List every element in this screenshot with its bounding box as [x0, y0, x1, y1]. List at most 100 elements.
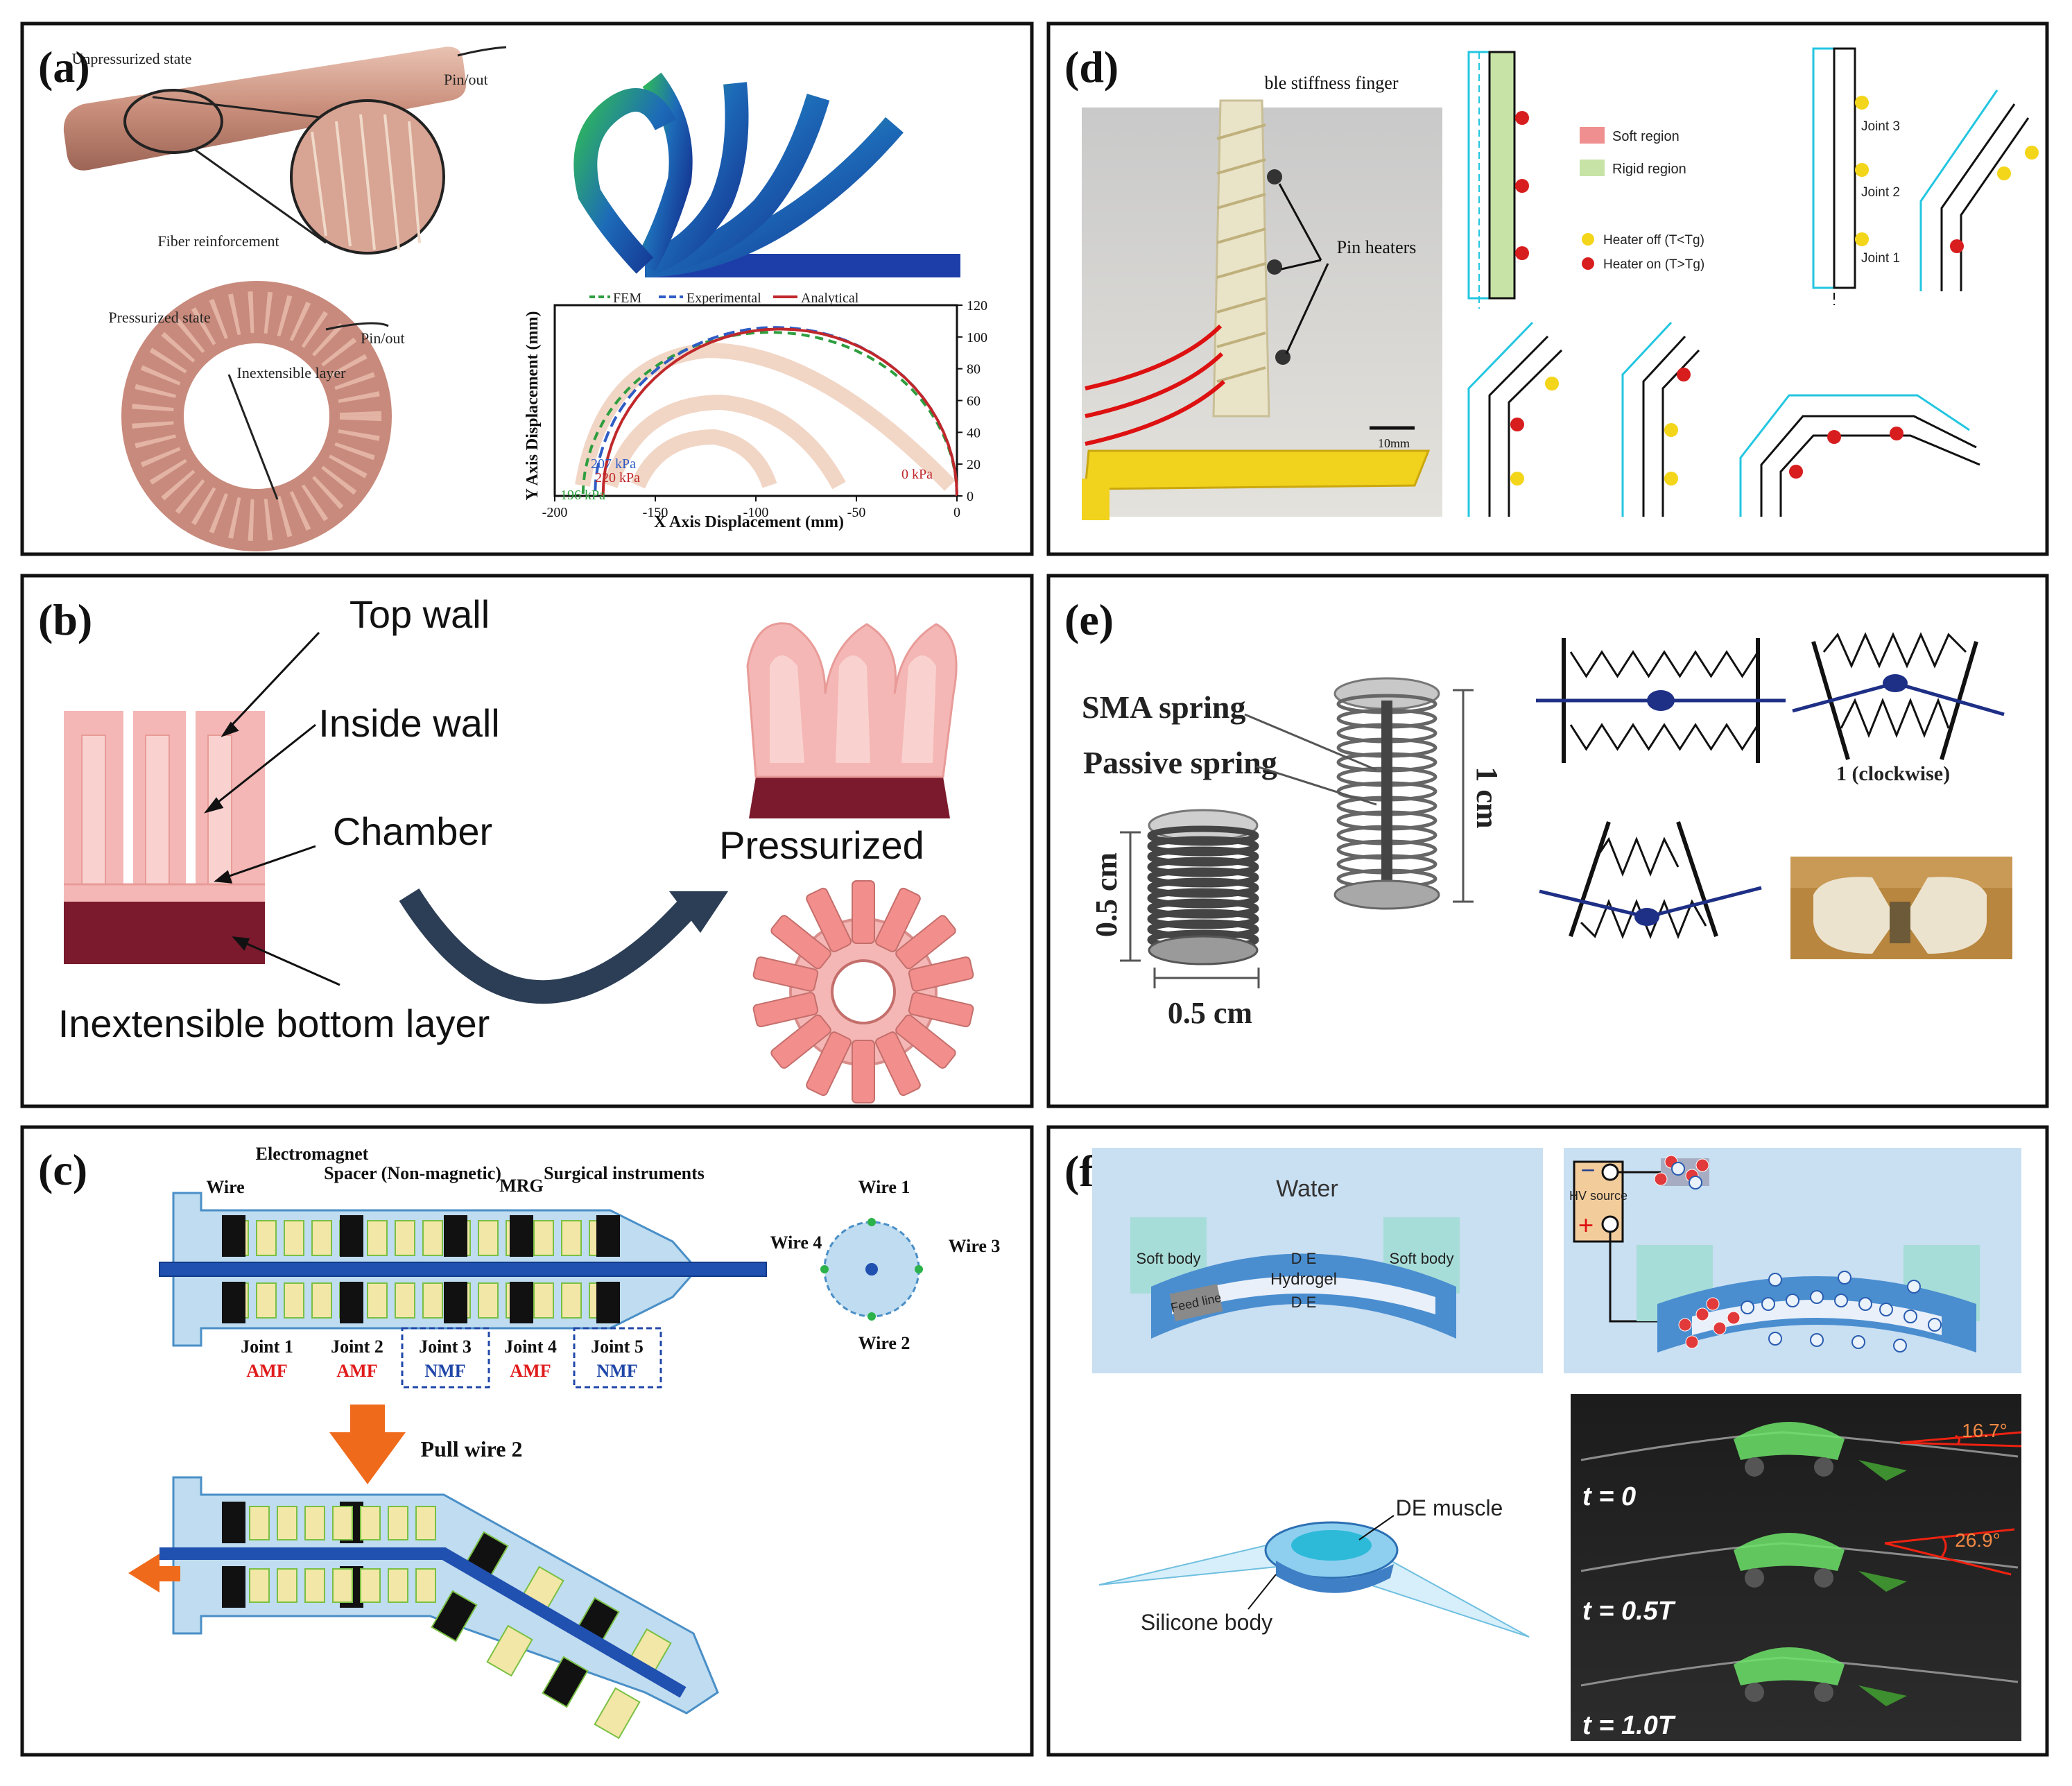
joint-1: Joint 1 AMF — [241, 1337, 293, 1381]
de-top-text: D E — [1291, 1250, 1317, 1267]
angle-1-text: 16.7° — [1962, 1420, 2008, 1441]
zoom-circle-small — [123, 89, 223, 154]
pressurized-state-text: Pressurized state — [108, 309, 210, 326]
panel-c: (c) Wire Electromagnet Spacer (Non-magne… — [20, 1125, 1034, 1757]
soft-region-text: Soft region — [1612, 129, 1680, 144]
pin-out-top-text: Pin/out — [444, 71, 488, 88]
wire-2-text: Wire 2 — [858, 1333, 910, 1353]
bottom-layer-block — [64, 902, 265, 964]
pressurized-actuator — [746, 622, 958, 818]
hv-source-text: HV source — [1569, 1189, 1628, 1203]
pin-out-bottom-text: Pin/out — [361, 329, 405, 347]
panel-c-frame — [20, 1125, 1034, 1757]
ring-actuator — [752, 880, 974, 1104]
wire-1-text: Wire 1 — [858, 1177, 910, 1197]
t0-text: t = 0 — [1582, 1482, 1636, 1511]
unpressurized-state-text: Unpressurized state — [72, 50, 192, 67]
y-tick-label: 100 — [967, 330, 987, 345]
panel-b-label: (b) — [38, 595, 92, 644]
x-tick-label: 0 — [953, 505, 960, 520]
joint-4-name: Joint 4 — [504, 1337, 557, 1357]
height-1cm-text: 1 cm — [1470, 766, 1504, 828]
joint-3-mode: NMF — [424, 1361, 465, 1381]
joint-1-label: Joint 1 — [1861, 251, 1900, 266]
rigid-region-text: Rigid region — [1612, 162, 1686, 177]
joint-5-name: Joint 5 — [591, 1337, 644, 1357]
joint-4: Joint 4 AMF — [504, 1337, 557, 1381]
soft-body-right-text: Soft body — [1390, 1250, 1454, 1267]
sma-spring-large — [1333, 677, 1440, 910]
unpressurized-tube: Unpressurized state Pin/out Fiber reinfo… — [63, 46, 507, 255]
finger-bent-top — [1919, 89, 2039, 291]
finger-bent-1 — [1467, 321, 1563, 517]
pressure-220: 220 kPa — [595, 470, 640, 486]
finger-title-text: ble stiffness finger — [1264, 73, 1398, 93]
heater-off-text: Heater off (T<Tg) — [1603, 233, 1704, 248]
center-rod — [159, 1262, 767, 1277]
height-05-text: 0.5 cm — [1089, 852, 1123, 937]
spring-joint-counter — [1539, 821, 1762, 940]
scale-text: 10mm — [1378, 436, 1410, 450]
catheter-bent — [128, 1476, 719, 1740]
wire-text: Wire — [206, 1177, 244, 1197]
mrg-text: MRG — [499, 1176, 544, 1196]
x-axis-label: X Axis Displacement (mm) — [654, 513, 844, 531]
cross-section: Wire 1 Wire 2 Wire 3 Wire 4 — [770, 1177, 1001, 1353]
electromagnet-text: Electromagnet — [256, 1144, 369, 1164]
actuator-cross-section — [64, 711, 265, 964]
y-tick-label: 20 — [967, 457, 981, 472]
surgical-instruments-text: Surgical instruments — [544, 1163, 705, 1183]
sma-spring-small — [1147, 809, 1259, 965]
y-tick-label: 0 — [967, 489, 974, 504]
finger-joint-straight: Joint 3 Joint 2 Joint 1 — [1812, 47, 1900, 305]
joint-2-mode: AMF — [336, 1361, 377, 1381]
pointer-arrows — [204, 631, 340, 986]
y-tick-label: 60 — [967, 394, 981, 409]
finger-bent-3 — [1739, 394, 1980, 517]
sma-spring-text: SMA spring — [1082, 689, 1245, 725]
chamber-text: Chamber — [333, 809, 492, 853]
catheter-straight — [159, 1192, 767, 1347]
t2-text: t = 1.0T — [1582, 1711, 1676, 1740]
pressurized-ring: Pressurized state Pin/out Inextensible l… — [108, 281, 405, 551]
pressurized-text: Pressurized — [719, 823, 924, 867]
joint-1-name: Joint 1 — [241, 1337, 293, 1357]
pull-wire-text: Pull wire 2 — [421, 1436, 523, 1461]
panel-d-label: (d) — [1064, 42, 1119, 92]
y-tick-label: 40 — [967, 425, 981, 440]
x-tick-label: -200 — [542, 505, 568, 520]
finger-photo: ble stiffness finger Pin heaters 10mm — [1082, 73, 1442, 520]
water-schematic: Water Soft body Soft body D E Hydrogel D… — [1092, 1148, 1543, 1373]
finger-bent-2 — [1621, 321, 1700, 517]
width-05-text: 0.5 cm — [1168, 996, 1252, 1030]
hv-schematic: – + HV source — [1564, 1148, 2021, 1373]
minus-sign: – — [1582, 1156, 1595, 1181]
panel-a: (a) Unpressurized state Pin/out Fiber re… — [20, 22, 1034, 556]
spring-joint-clockwise: 1 (clockwise) — [1792, 632, 2005, 785]
analytical-curve — [601, 327, 958, 497]
water-text: Water — [1276, 1176, 1338, 1202]
pin-heaters-text: Pin heaters — [1337, 237, 1417, 257]
x-tick-label: -100 — [743, 505, 769, 520]
pressure-207: 207 kPa — [591, 456, 636, 472]
fem-simulation — [573, 72, 960, 277]
de-muscle-schematic: DE muscle Silicone body — [1098, 1495, 1530, 1638]
fem-curve — [581, 330, 958, 497]
spacer-text: Spacer (Non-magnetic) — [324, 1163, 501, 1183]
joint-3-name: Joint 3 — [419, 1337, 472, 1357]
wire-3-text: Wire 3 — [949, 1236, 1001, 1256]
finger-legend: Soft region Rigid region Heater off (T<T… — [1580, 127, 1704, 272]
pressure-196: 196 kPa — [560, 488, 605, 503]
panel-e: (e) 1 cm SMA spring Passive spring 0.5 c… — [1046, 574, 2049, 1108]
finger-schematic-straight — [1467, 51, 1529, 309]
joint-labels: Joint 1 AMF Joint 2 AMF Joint 3 NMF Join… — [241, 1327, 662, 1389]
t1-text: t = 0.5T — [1582, 1597, 1676, 1626]
legend-analytical: Analytical — [801, 291, 859, 306]
inside-wall-text: Inside wall — [318, 701, 499, 745]
hydrogel-text: Hydrogel — [1270, 1270, 1337, 1289]
silicone-body-text: Silicone body — [1141, 1610, 1272, 1635]
wire-4-text: Wire 4 — [770, 1233, 822, 1253]
joint-3-label: Joint 3 — [1861, 119, 1900, 134]
clockwise-text: 1 (clockwise) — [1836, 762, 1950, 785]
